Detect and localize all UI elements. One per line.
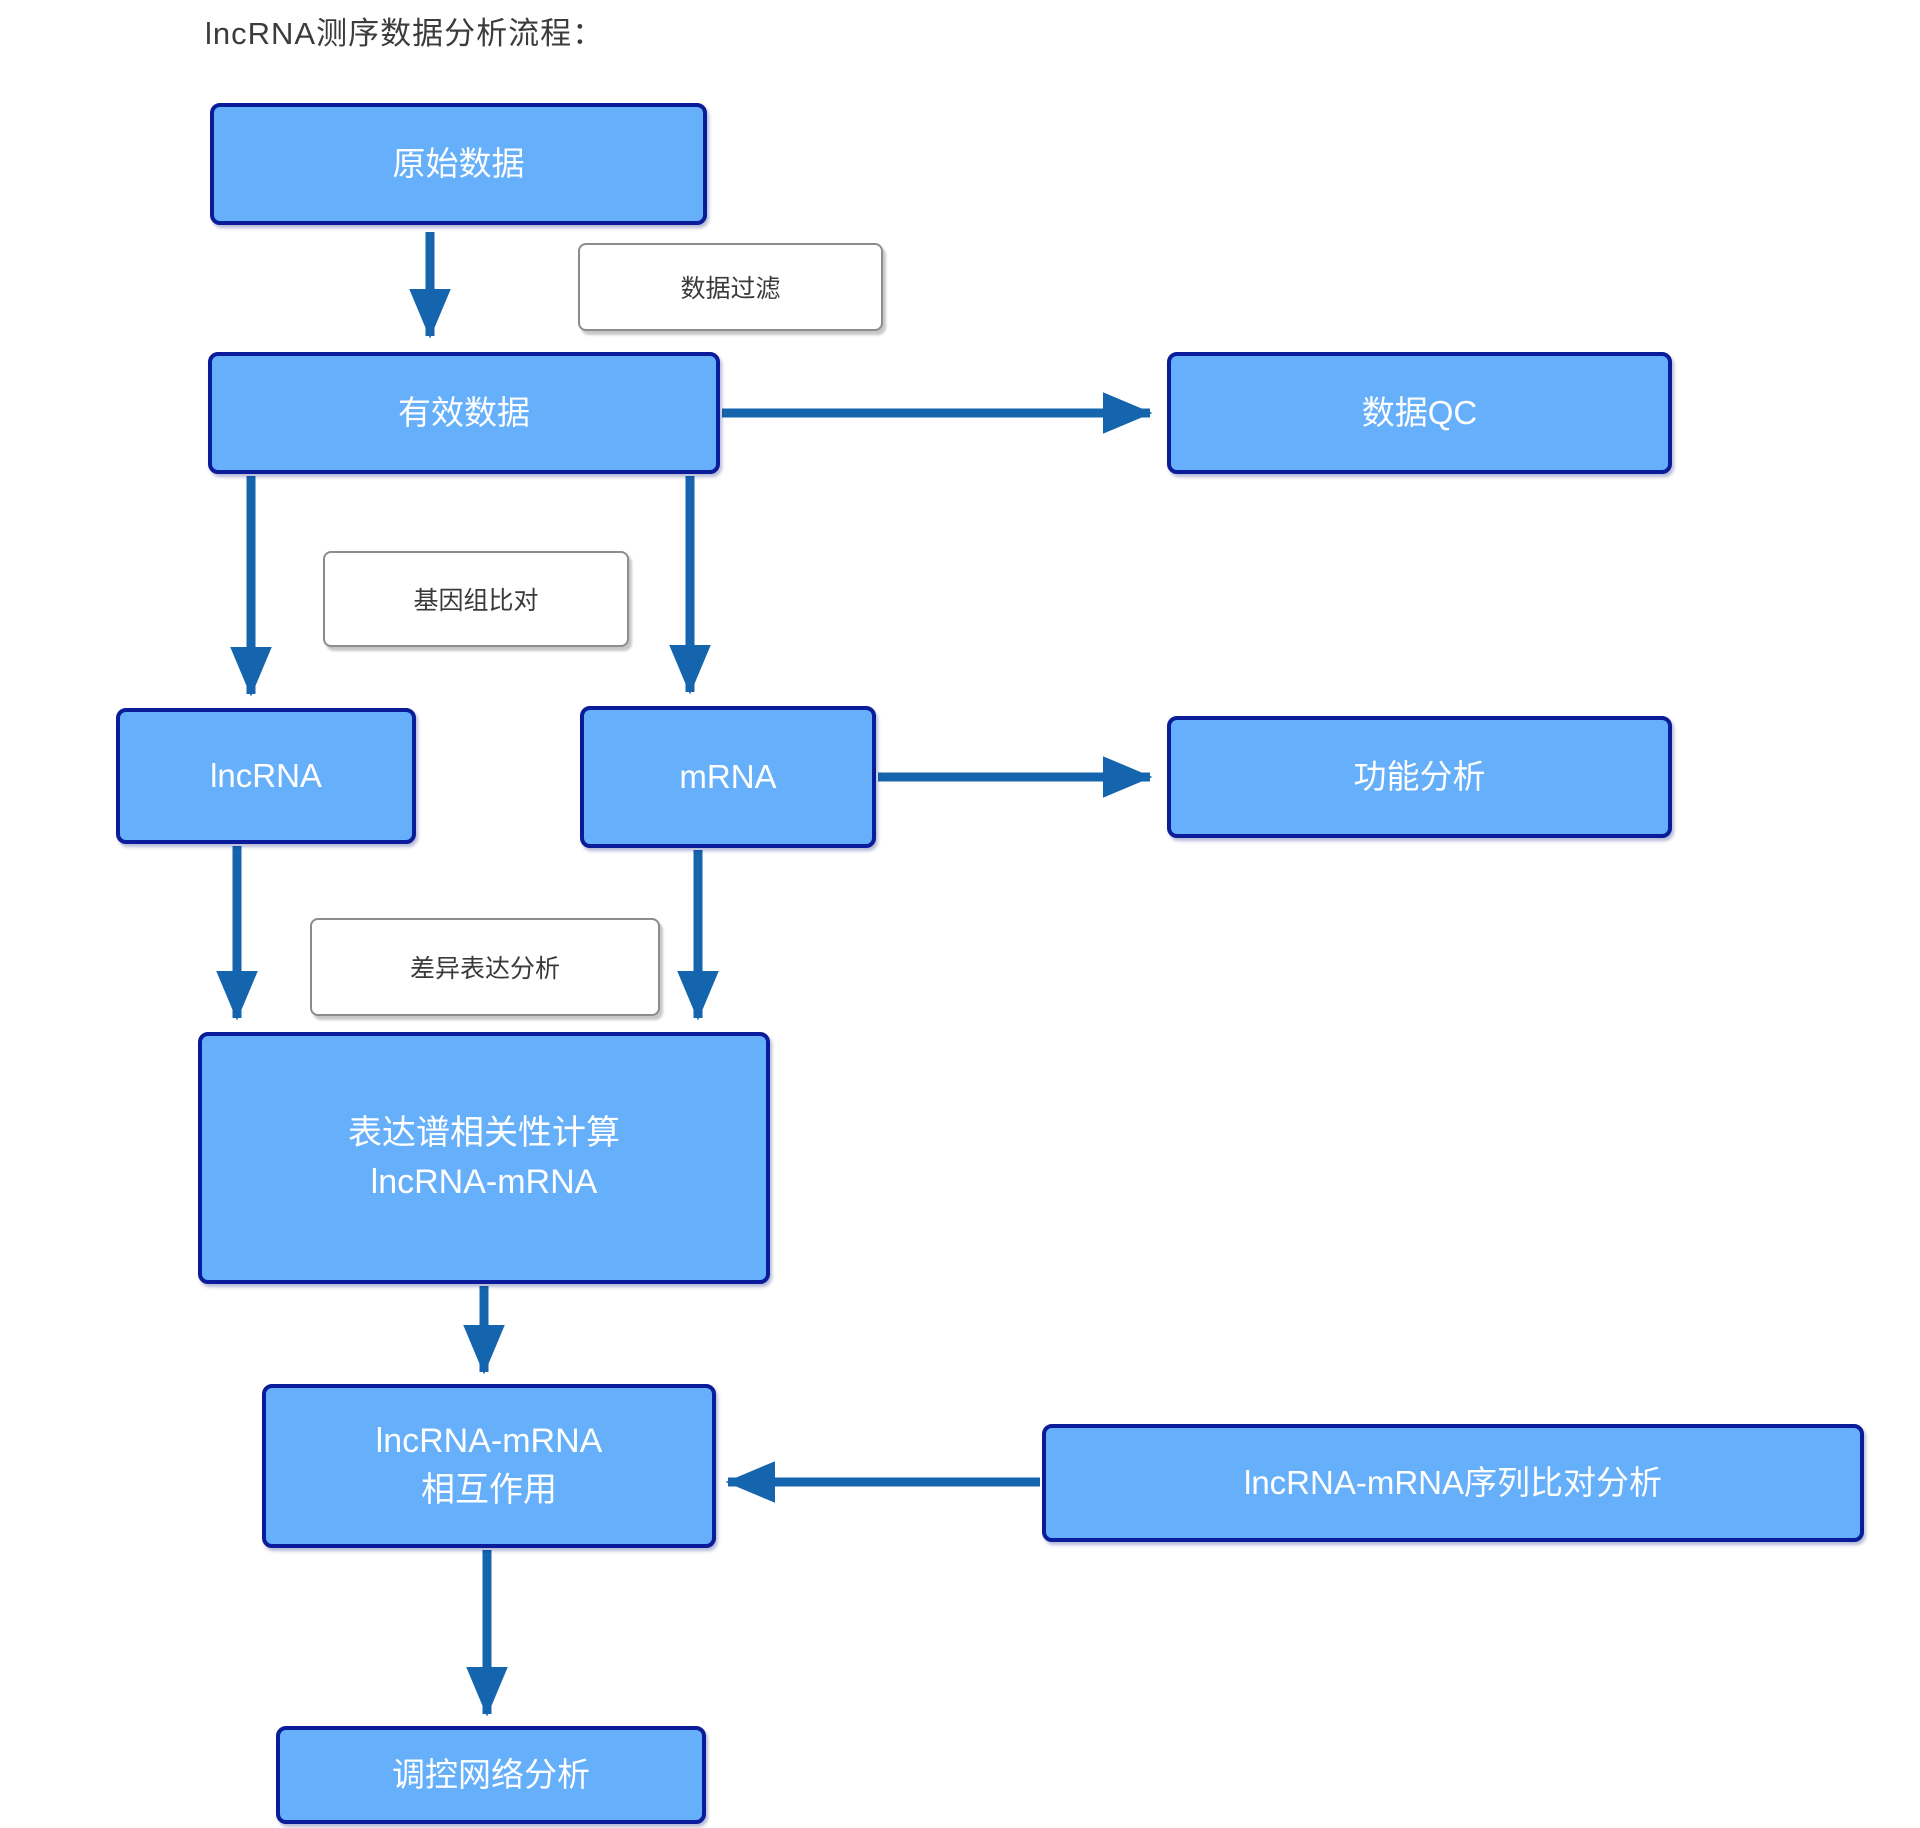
node-valid-data: 有效数据 [208,352,720,474]
node-lncrna: lncRNA [116,708,416,844]
node-functional-analysis-label: 功能分析 [1353,758,1486,796]
node-raw-data-label: 原始数据 [392,145,525,183]
node-regulatory-network-analysis: 调控网络分析 [276,1726,706,1824]
edge-label-genome-alignment: 基因组比对 [323,551,629,647]
node-functional-analysis: 功能分析 [1167,716,1672,838]
node-expression-correlation-line2: lncRNA-mRNA [370,1163,598,1201]
node-interaction-line2: 相互作用 [421,1471,557,1509]
node-lncrna-label: lncRNA [210,757,322,795]
node-expression-correlation-line1: 表达谱相关性计算 [348,1113,620,1152]
node-mrna: mRNA [580,706,876,848]
node-lncrna-mrna-interaction: lncRNA-mRNA 相互作用 [262,1384,716,1548]
node-valid-data-label: 有效数据 [398,394,530,432]
node-interaction-line1: lncRNA-mRNA [375,1421,603,1460]
node-mrna-label: mRNA [679,758,777,796]
edge-label-data-filter: 数据过滤 [578,243,883,331]
node-expression-correlation: 表达谱相关性计算 lncRNA-mRNA [198,1032,770,1284]
edge-label-diff-expression-text: 差异表达分析 [409,955,560,983]
node-regulatory-network-label: 调控网络分析 [392,1756,590,1794]
edge-label-diff-expression: 差异表达分析 [310,918,660,1016]
node-raw-data: 原始数据 [210,103,707,225]
node-data-qc-label: 数据QC [1361,394,1478,432]
edge-label-data-filter-text: 数据过滤 [680,275,781,303]
node-sequence-alignment-analysis: lncRNA-mRNA序列比对分析 [1042,1424,1864,1542]
node-data-qc: 数据QC [1167,352,1672,474]
node-sequence-alignment-label: lncRNA-mRNA序列比对分析 [1243,1464,1662,1502]
edge-label-genome-alignment-text: 基因组比对 [413,587,539,615]
page-title: lncRNA测序数据分析流程： [205,16,605,51]
